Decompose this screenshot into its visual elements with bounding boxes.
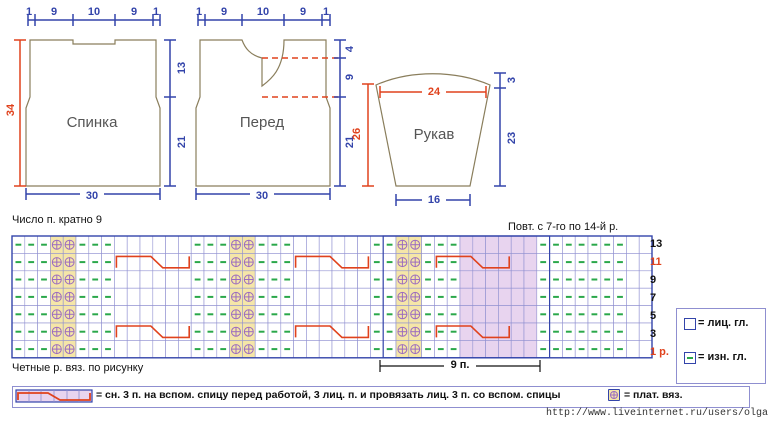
row-number-3: 3 xyxy=(650,328,657,340)
twisted-symbol-icon xyxy=(608,389,620,401)
cable-mark xyxy=(294,255,370,269)
cable-mark xyxy=(435,325,510,339)
back-width: 30 xyxy=(80,190,104,202)
cable-mark xyxy=(294,325,370,339)
front-dim-1b: 1 xyxy=(322,6,330,18)
back-schematic xyxy=(14,14,176,200)
legend-cable: = сн. 3 п. на вспом. спицу перед работой… xyxy=(96,389,561,401)
legend-box xyxy=(676,308,766,384)
back-dim-9b: 9 xyxy=(130,6,138,18)
cable-mark xyxy=(115,325,190,339)
knit-symbol-icon xyxy=(684,318,696,330)
cable-mark xyxy=(435,255,510,269)
chart-header-left: Число п. кратно 9 xyxy=(12,214,102,226)
front-schematic xyxy=(195,14,346,200)
sleeve-top-width: 24 xyxy=(422,86,446,98)
source-url: http://www.liveinternet.ru/users/olga_sa… xyxy=(546,408,768,419)
front-dim-9b: 9 xyxy=(299,6,307,18)
back-dim-1a: 1 xyxy=(25,6,33,18)
front-dim-9a: 9 xyxy=(220,6,228,18)
front-label: Перед xyxy=(239,114,285,131)
row-number-5: 5 xyxy=(650,310,657,322)
row-number-11: 11 xyxy=(650,256,662,268)
chart-footer-left: Четные р. вяз. по рисунку xyxy=(12,362,144,374)
legend-purl: = изн. гл. xyxy=(698,351,747,363)
repeat-border xyxy=(382,235,551,359)
purl-symbol-icon xyxy=(684,352,696,364)
repeat-label: 9 п. xyxy=(444,359,476,371)
bottom-legend-box xyxy=(12,386,750,408)
back-label: Спинка xyxy=(66,114,118,131)
legend-knit: = лиц. гл. xyxy=(698,317,749,329)
front-width: 30 xyxy=(250,190,274,202)
chart-border xyxy=(11,235,653,359)
sleeve-bottom-width: 16 xyxy=(422,194,446,206)
row-number-1: 1 р. xyxy=(650,346,669,358)
row-number-13: 13 xyxy=(650,238,663,250)
legend-twisted: = плат. вяз. xyxy=(624,389,683,401)
cable-mark xyxy=(115,255,190,269)
front-dim-1a: 1 xyxy=(195,6,203,18)
back-dim-1b: 1 xyxy=(152,6,160,18)
row-number-7: 7 xyxy=(650,292,657,304)
back-dim-10: 10 xyxy=(87,6,101,18)
front-dim-10: 10 xyxy=(256,6,270,18)
sleeve-label: Рукав xyxy=(413,126,455,143)
chart-header-right: Повт. с 7-го по 14-й р. xyxy=(508,221,619,233)
row-number-9: 9 xyxy=(650,274,657,286)
back-dim-9a: 9 xyxy=(50,6,58,18)
